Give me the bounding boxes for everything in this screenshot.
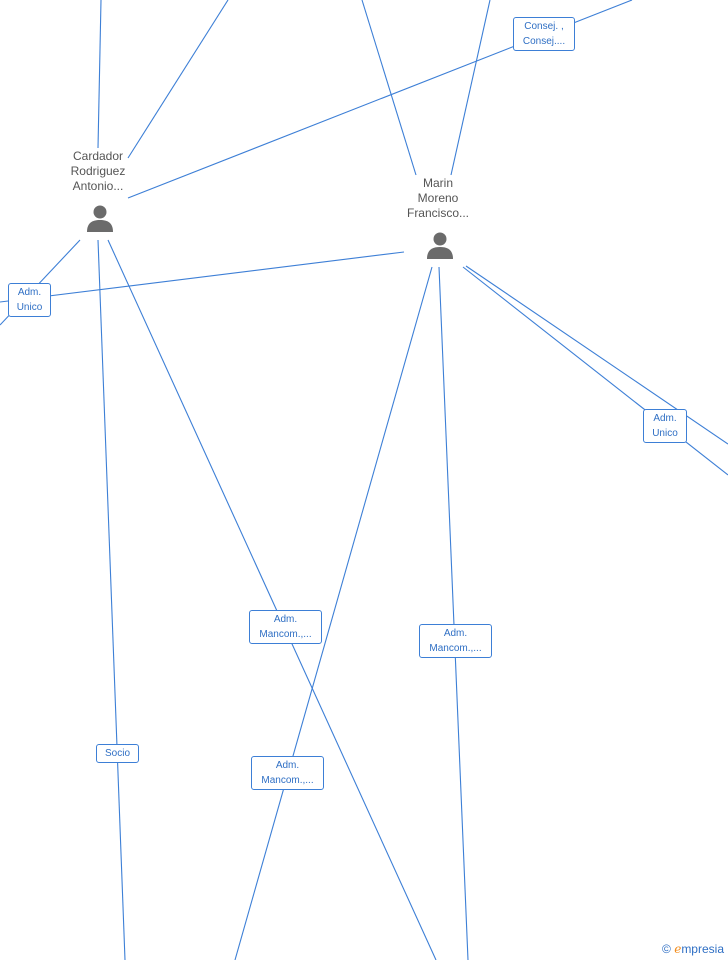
label-line: Adm. xyxy=(443,628,468,639)
edge-cardador-top xyxy=(97,0,102,149)
brand-text: mpresia xyxy=(681,942,724,956)
person-name-cardador[interactable]: Cardador Rodriguez Antonio... xyxy=(43,149,153,194)
name-line: Marin xyxy=(422,176,453,190)
name-line: Francisco... xyxy=(406,206,469,220)
name-line: Moreno xyxy=(417,191,459,205)
edge-marin-top-right xyxy=(450,0,491,176)
label-line: Unico xyxy=(652,428,678,439)
person-icon[interactable] xyxy=(85,203,115,233)
edge-marin-mancom-left xyxy=(234,266,433,960)
edge-marin-right-2 xyxy=(465,265,728,445)
edge-marin-adm-unico-left xyxy=(0,251,405,303)
label-socio[interactable]: Socio xyxy=(96,744,139,763)
name-line: Antonio... xyxy=(72,179,124,193)
edge-cardador-mancom xyxy=(107,239,437,960)
person-name-marin[interactable]: Marin Moreno Francisco... xyxy=(383,176,493,221)
brand-e: e xyxy=(674,942,682,956)
label-adm-unico-left[interactable]: Adm. Unico xyxy=(8,283,51,317)
label-adm-unico-right[interactable]: Adm. Unico xyxy=(643,409,687,443)
label-line: Adm. xyxy=(273,614,298,625)
label-line: Adm. xyxy=(653,413,677,424)
label-adm-mancom-2[interactable]: Adm. Mancom.,... xyxy=(419,624,492,658)
label-line: Unico xyxy=(16,302,43,313)
edge-cardador-top-right xyxy=(127,0,229,159)
label-line: Consej.... xyxy=(522,36,566,47)
label-line: Mancom.,... xyxy=(259,629,312,640)
name-line: Rodriguez xyxy=(70,164,126,178)
name-line: Cardador xyxy=(72,149,124,163)
edge-marin-right-1 xyxy=(462,266,728,476)
copyright-symbol: © xyxy=(662,942,671,956)
empresia-watermark: © empresia xyxy=(662,942,724,956)
edge-cardador-socio xyxy=(97,239,126,960)
person-icon[interactable] xyxy=(425,230,455,260)
label-consej[interactable]: Consej. , Consej.... xyxy=(513,17,575,51)
label-line: Consej. , xyxy=(524,21,564,32)
label-line: Adm. xyxy=(275,760,300,771)
label-line: Mancom.,... xyxy=(429,643,482,654)
edge-marin-top-left xyxy=(361,0,417,176)
label-line: Adm. xyxy=(17,287,42,298)
label-adm-mancom-3[interactable]: Adm. Mancom.,... xyxy=(251,756,324,790)
edge-marin-mancom-right xyxy=(438,266,469,960)
label-adm-mancom-1[interactable]: Adm. Mancom.,... xyxy=(249,610,322,644)
label-line: Socio xyxy=(104,748,130,759)
label-line: Mancom.,... xyxy=(261,775,314,786)
